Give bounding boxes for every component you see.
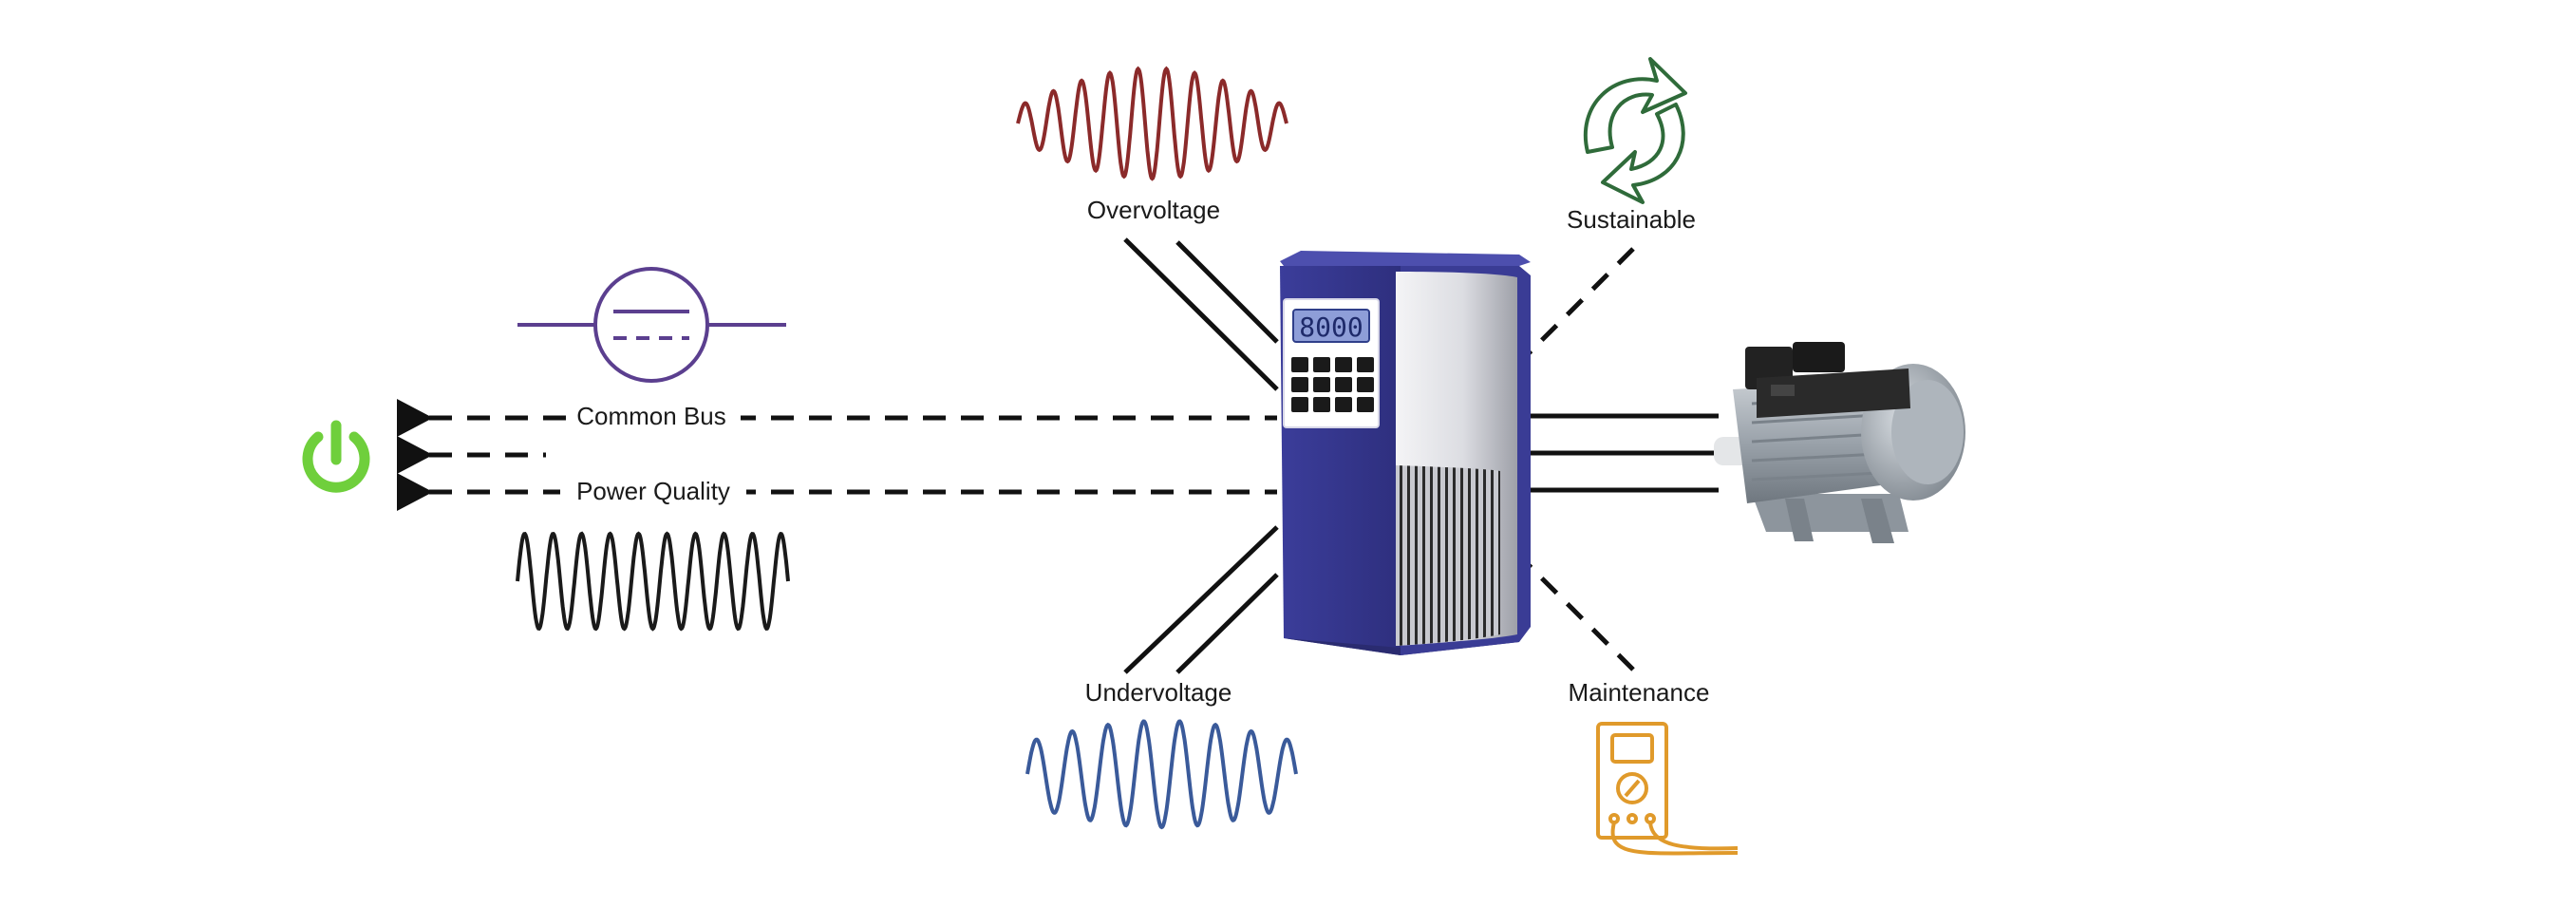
arrowhead-3 [397, 473, 433, 511]
label-maintenance: Maintenance [1569, 678, 1710, 707]
power-quality-wave [516, 531, 790, 632]
maintenance-connector [1527, 563, 1635, 671]
overvoltage-connectors [1123, 237, 1279, 391]
label-undervoltage: Undervoltage [1085, 678, 1232, 707]
arrowhead-2 [397, 436, 433, 474]
motor-icon [1714, 342, 1965, 543]
overvoltage-wave [1016, 66, 1288, 181]
undervoltage-wave [1025, 719, 1298, 830]
bus-dashed-lines [429, 415, 1277, 495]
label-power-quality: Power Quality [576, 477, 730, 505]
bus-symbol-icon [517, 267, 786, 383]
multimeter-icon [1596, 722, 1739, 856]
drive-display-readout: 8000 [1299, 312, 1363, 343]
label-overvoltage: Overvoltage [1087, 196, 1220, 224]
label-common-bus: Common Bus [576, 402, 726, 430]
bus-arrowheads [397, 399, 433, 511]
label-sustainable: Sustainable [1567, 205, 1696, 234]
undervoltage-connectors [1123, 525, 1279, 674]
motor-connectors [1519, 413, 1719, 493]
vfd-cabinet: 8000 [1280, 251, 1531, 655]
sustainable-connector [1527, 247, 1635, 355]
recycle-icon [1583, 57, 1687, 204]
drive-keypad [1291, 357, 1374, 412]
power-icon [302, 420, 370, 493]
arrowhead-1 [397, 399, 433, 437]
